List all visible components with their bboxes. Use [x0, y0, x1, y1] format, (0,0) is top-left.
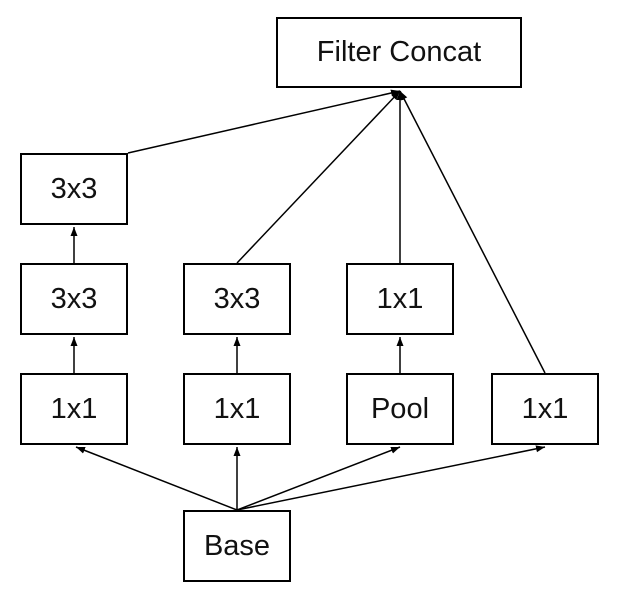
branch1-top-3x3-label: 3x3: [50, 172, 98, 205]
filter-concat-node: Filter Concat: [276, 17, 522, 88]
branch1-bottom-1x1-label: 1x1: [50, 392, 98, 425]
base-label: Base: [203, 529, 271, 562]
branch3-top-1x1-node: 1x1: [346, 263, 454, 335]
edge-base-to-branch1-1x1: [75, 446, 238, 511]
edge-branch4-to-concat: [399, 90, 546, 374]
branch2-top-3x3-node: 3x3: [183, 263, 291, 335]
base-node: Base: [183, 510, 291, 582]
branch1-top-3x3-node: 3x3: [20, 153, 128, 225]
branch2-top-3x3-label: 3x3: [213, 282, 261, 315]
edge-base-to-branch3-pool: [236, 446, 401, 511]
branch3-pool-label: Pool: [370, 392, 430, 425]
edge-base-to-branch4-1x1: [236, 445, 546, 511]
branch2-bottom-1x1-node: 1x1: [183, 373, 291, 445]
branch4-1x1-label: 1x1: [521, 392, 569, 425]
branch1-bottom-1x1-node: 1x1: [20, 373, 128, 445]
edge-branch1-to-concat: [127, 89, 401, 154]
branch3-top-1x1-label: 1x1: [376, 282, 424, 315]
filter-concat-label: Filter Concat: [316, 36, 482, 68]
branch2-bottom-1x1-label: 1x1: [213, 392, 261, 425]
branch4-1x1-node: 1x1: [491, 373, 599, 445]
edge-branch2-to-concat: [236, 90, 401, 264]
branch1-mid-3x3-node: 3x3: [20, 263, 128, 335]
branch1-mid-3x3-label: 3x3: [50, 282, 98, 315]
branch3-pool-node: Pool: [346, 373, 454, 445]
